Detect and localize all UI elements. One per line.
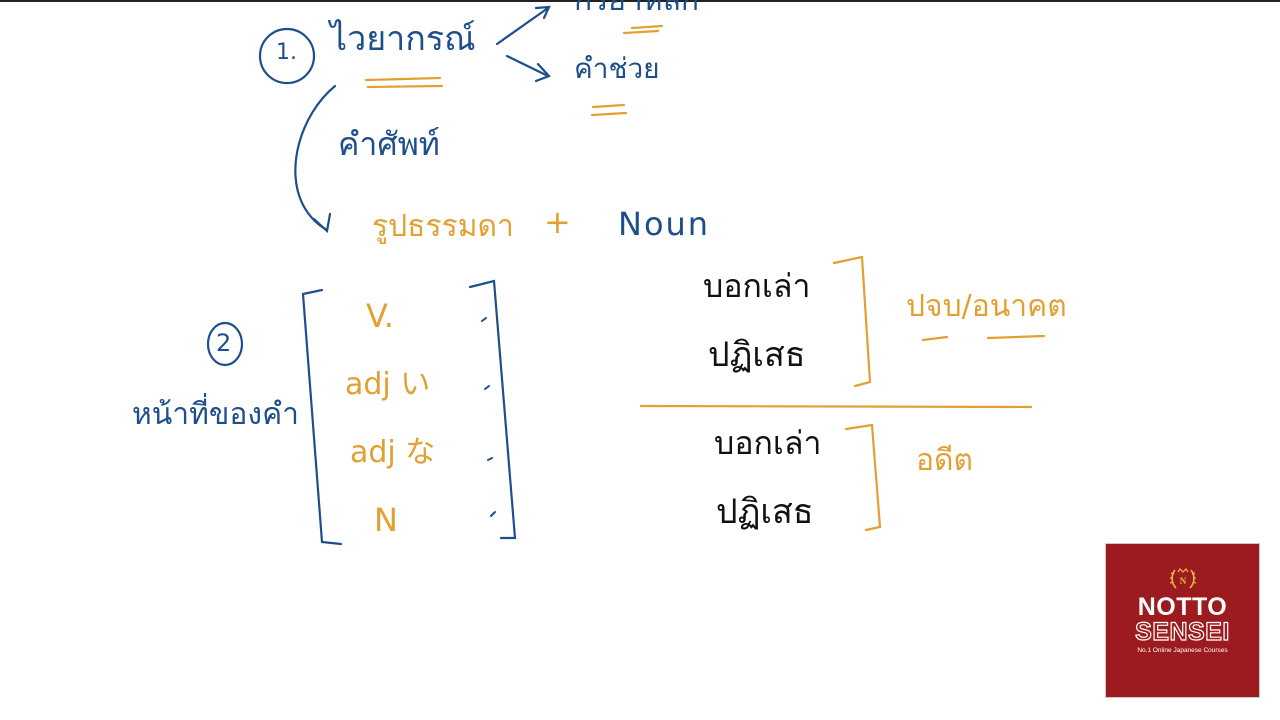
number-1-circle [258,27,316,85]
number-2-circle [206,321,244,367]
left-bracket [301,288,343,546]
logo-line-2: SENSEI [1135,618,1230,646]
number-2-label: 2 [216,329,232,357]
title-underline [364,76,444,89]
tense-divider [639,404,1033,409]
past-tag: อดีต [916,443,973,478]
upper-negative: ปฏิเสธ [708,335,806,375]
vocabulary-word: คำศัพท์ [338,125,440,163]
grammar-title: ไวยากรณ์ [330,19,476,59]
bracket-item-na-adj: adj な [350,435,436,470]
logo-tagline: No.1 Online Japanese Courses [1137,647,1228,654]
bracket-item-noun: N [374,501,398,539]
bracket-mark-4 [490,511,496,517]
present-future-tag: ปจบ/อนาคต [906,289,1067,324]
number-1-label: 1. [276,40,297,65]
plain-form-label: รูปธรรมดา [372,209,514,244]
lower-affirmative: บอกเล่า [714,424,822,462]
top-right-cut-word: กริยาหลัก [574,0,700,18]
curved-arrow [294,84,337,232]
logo-line-1: NOTTO [1137,593,1228,621]
top-cut-underline [622,24,664,35]
tag-underline-right [986,334,1046,340]
notto-sensei-logo: N NOTTO SENSEI No.1 Online Japanese Cour… [1105,543,1260,698]
bracket-mark-3 [487,457,493,461]
bracket-item-i-adj: adj い [345,367,431,402]
svg-text:N: N [1179,576,1186,586]
curved-arrow-head [312,212,332,234]
laurel-crest-icon: N [1169,568,1196,589]
helper-word: คำช่วย [574,52,660,85]
tag-underline-left [921,335,949,342]
arrow-down-right [505,54,551,83]
right-bracket [468,279,517,540]
bracket-mark-2 [484,385,490,390]
top-edge-line [0,0,1280,2]
lower-negative: ปฏิเสธ [716,492,814,532]
arrow-up-right [495,5,551,46]
helper-underline [590,103,628,117]
word-function-label: หน้าที่ของคำ [132,397,299,432]
upper-affirmative: บอกเล่า [703,267,811,305]
bracket-mark-1 [481,317,487,322]
plus-sign: + [544,203,571,241]
noun-label: Noun [618,205,711,243]
bracket-item-verb: V. [366,297,394,335]
lower-group-bracket [844,423,882,532]
upper-group-bracket [832,255,872,388]
